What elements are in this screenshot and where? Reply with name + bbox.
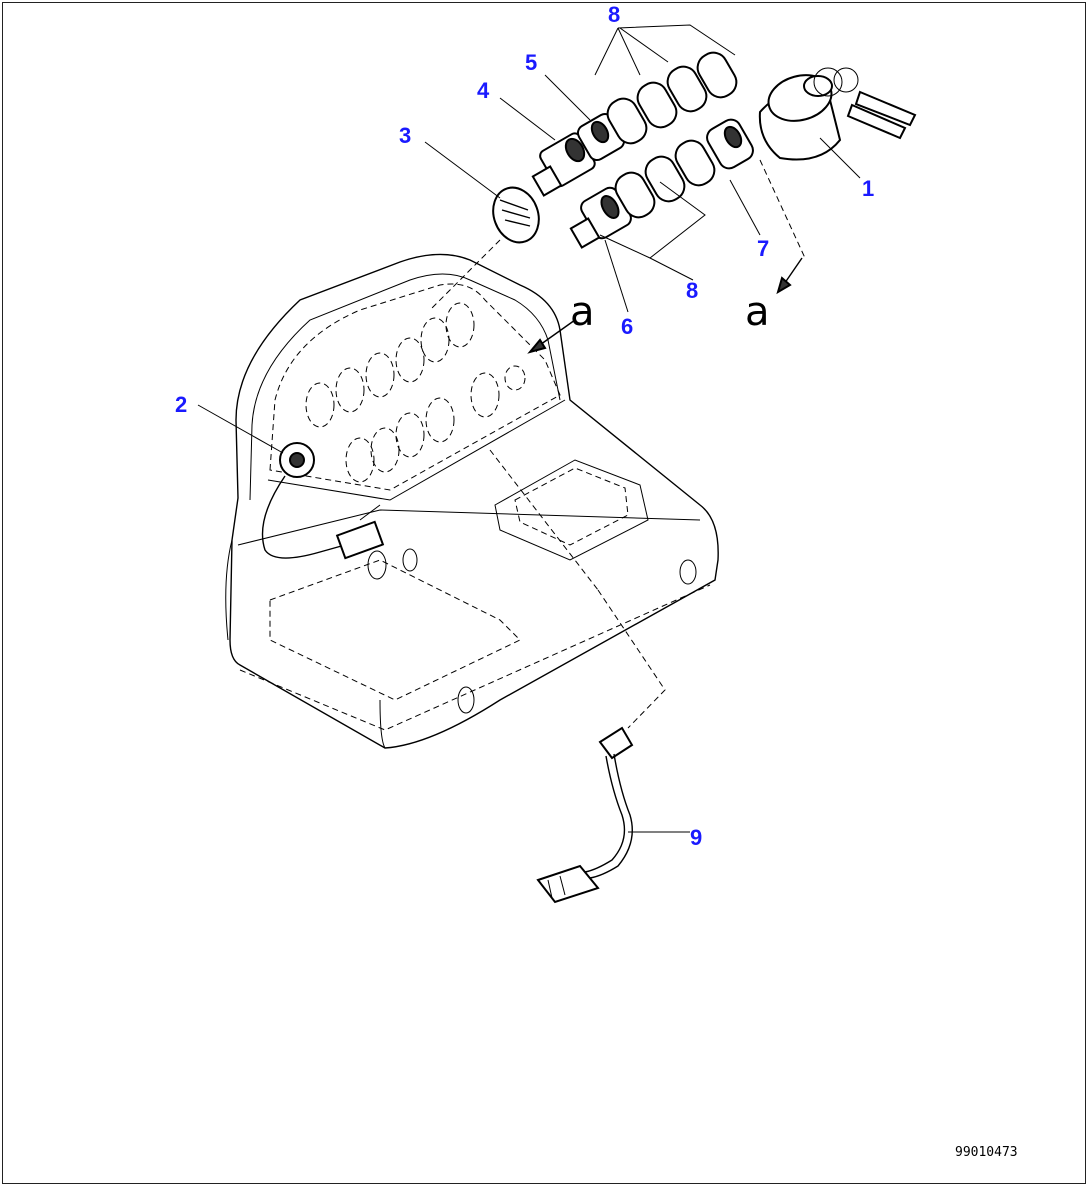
part-3-cap [492,186,540,244]
callout-1: 1 [862,176,874,201]
upper-switch-row [531,51,738,197]
view-label-a-panel: a [570,289,595,335]
callout-7: 7 [757,236,769,261]
callout-9: 9 [690,825,702,850]
dashboard-console [225,253,719,749]
callout-5: 5 [525,50,537,75]
lower-switch-row [569,118,754,249]
callout-8-bottom: 8 [686,278,698,303]
part-2-socket [261,442,385,560]
drawing-code: 99010473 [955,1145,1018,1160]
callout-4: 4 [477,78,490,103]
part-9-harness [536,726,634,904]
view-label-a-arrow: a [745,289,770,335]
callout-2: 2 [175,392,187,417]
part-1-key-switch [758,67,917,161]
leader-lines [197,24,861,833]
gauge-cluster [305,302,526,483]
callout-3: 3 [399,123,411,148]
callout-6: 6 [621,314,633,339]
callout-8-top: 8 [608,2,620,27]
